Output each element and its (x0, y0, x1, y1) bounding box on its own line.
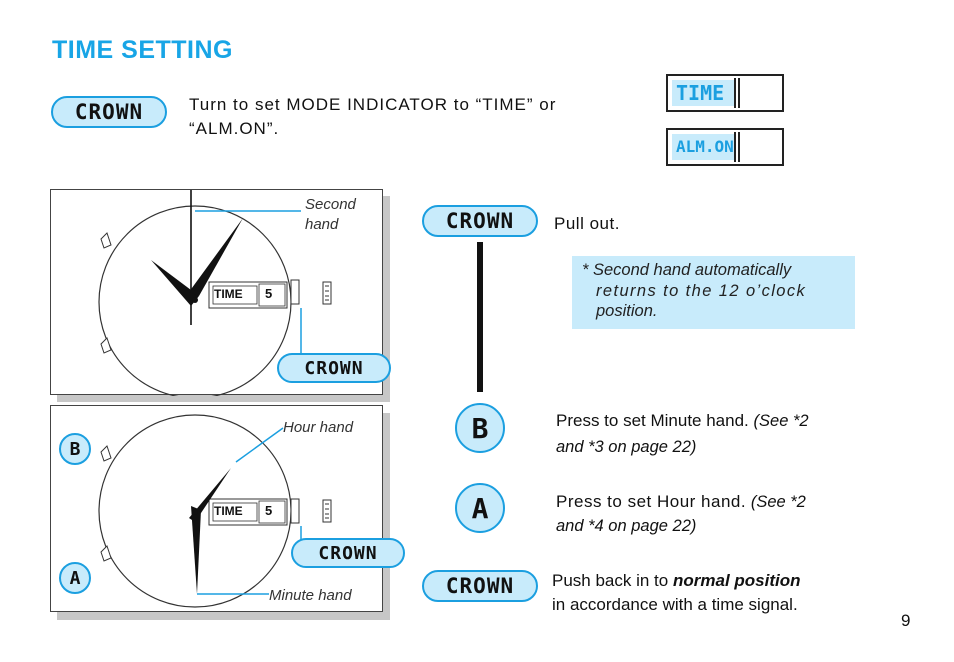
mode-indicator-alm-label: ALM.ON (672, 134, 734, 160)
a-button-icon: A (59, 562, 91, 594)
b-step-ref-2: and *3 on page 22) (556, 438, 697, 456)
crown-badge-label: CROWN (304, 357, 364, 379)
hour-hand-label: Hour hand (283, 419, 354, 436)
b-button-step-icon: B (455, 403, 505, 453)
b-step-main: Press to set Minute hand. (556, 411, 749, 430)
diagram-bottom: TIME 5 Hour hand Minute hand (50, 405, 383, 612)
b-step-text: Press to set Minute hand. (See *2 and *3… (556, 408, 809, 460)
crown-badge-label: CROWN (74, 100, 144, 124)
b-step-label: B (471, 411, 489, 445)
mode-indicator-time: TIME (666, 74, 784, 112)
push-text-line2: in accordance with a time signal. (552, 595, 798, 614)
intro-line-2: “ALM.ON”. (189, 119, 280, 138)
note-line-2: returns to the 12 o’clock (596, 281, 807, 300)
second-hand-note: * Second hand automatically returns to t… (572, 256, 855, 329)
crown-badge-label: CROWN (445, 574, 515, 598)
mode-indicator-time-label: TIME (672, 80, 734, 106)
push-text-start: Push back in to (552, 571, 669, 590)
note-line-1: * Second hand automatically (582, 261, 792, 279)
mode-indicator-separator (734, 132, 740, 162)
b-step-ref-1: (See *2 (753, 412, 809, 430)
minute-hand-label: Minute hand (269, 587, 352, 604)
a-button-step-icon: A (455, 483, 505, 533)
crown-badge-top-diagram: CROWN (277, 353, 391, 383)
b-button-icon: B (59, 433, 91, 465)
crown-badge-label: CROWN (318, 542, 378, 564)
watch-dial-icon (98, 190, 332, 396)
pull-text: Pull out. (554, 214, 620, 233)
b-button-label: B (69, 438, 81, 460)
a-step-label: A (471, 491, 489, 525)
mode-indicator-separator (734, 78, 740, 108)
crown-badge-pull: CROWN (422, 205, 538, 237)
pull-connector-line (477, 242, 483, 392)
dial-date-label: 5 (265, 286, 273, 301)
page-title: TIME SETTING (52, 36, 233, 64)
intro-line-1: Turn to set MODE INDICATOR to “TIME” or (189, 95, 557, 114)
push-text: Push back in to normal position in accor… (552, 569, 800, 617)
intro-text: Turn to set MODE INDICATOR to “TIME” or … (189, 93, 556, 141)
mode-indicator-alm: ALM.ON (666, 128, 784, 166)
dial-mode-label: TIME (214, 504, 243, 518)
crown-badge-label: CROWN (445, 209, 515, 233)
dial-mode-label: TIME (214, 287, 243, 301)
push-text-bold: normal position (672, 571, 801, 590)
dial-date-label: 5 (265, 503, 273, 518)
second-hand-label-line2: hand (305, 216, 339, 233)
second-hand-label: Second hand (305, 195, 356, 235)
crown-badge-bottom-diagram: CROWN (291, 538, 405, 568)
a-step-main: Press to set Hour hand. (556, 492, 747, 511)
a-step-ref-2: and *4 on page 22) (556, 517, 697, 535)
a-step-ref-1: (See *2 (750, 493, 806, 511)
page-number: 9 (901, 611, 911, 630)
watch-dial-icon (98, 414, 332, 608)
second-hand-label-line1: Second (305, 196, 356, 213)
note-line-3: position. (596, 302, 658, 320)
crown-badge-push: CROWN (422, 570, 538, 602)
a-step-text: Press to set Hour hand. (See *2 and *4 o… (556, 490, 806, 538)
crown-badge-intro: CROWN (51, 96, 167, 128)
a-button-label: A (69, 567, 81, 589)
